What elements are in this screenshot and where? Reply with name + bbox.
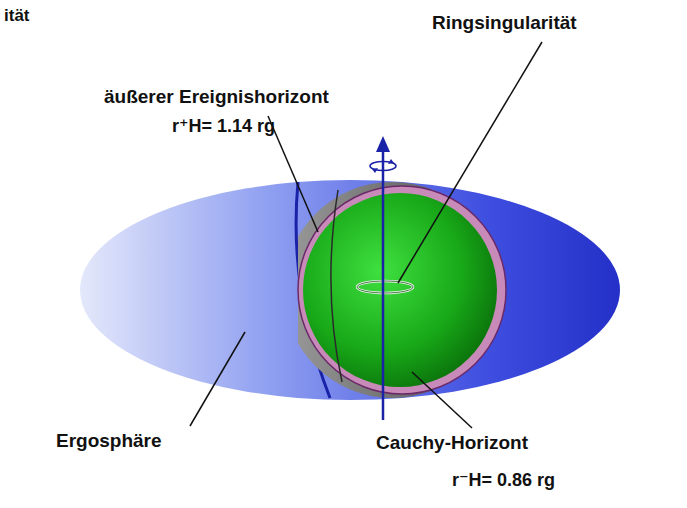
callout-label: r⁻H= 0.86 rg	[452, 470, 555, 491]
callout-label: r⁺H= 1.14 rg	[172, 116, 275, 137]
callout-label: äußerer Ereignishorizont	[104, 86, 329, 108]
rotation-axis	[382, 148, 385, 420]
axis-arrowhead	[376, 136, 390, 152]
leader-line	[190, 332, 245, 426]
leader-line	[398, 42, 542, 283]
horizon-shell	[298, 186, 506, 394]
cauchy-horizon	[303, 193, 497, 387]
ring-singularity-outline	[357, 281, 413, 293]
rotation-arrow	[372, 168, 378, 173]
leader-line	[268, 116, 318, 232]
callout-label: Ringsingularität	[432, 12, 577, 34]
cut-edge-inner	[331, 190, 342, 382]
callout-label: Cauchy-Horizont	[376, 432, 528, 454]
leader-line	[412, 372, 472, 428]
rotation-arrow	[388, 159, 394, 164]
callout-label: ität	[4, 6, 30, 26]
ergosphere	[80, 180, 620, 400]
ring-singularity	[357, 281, 413, 293]
callout-label: Ergosphäre	[56, 430, 162, 452]
